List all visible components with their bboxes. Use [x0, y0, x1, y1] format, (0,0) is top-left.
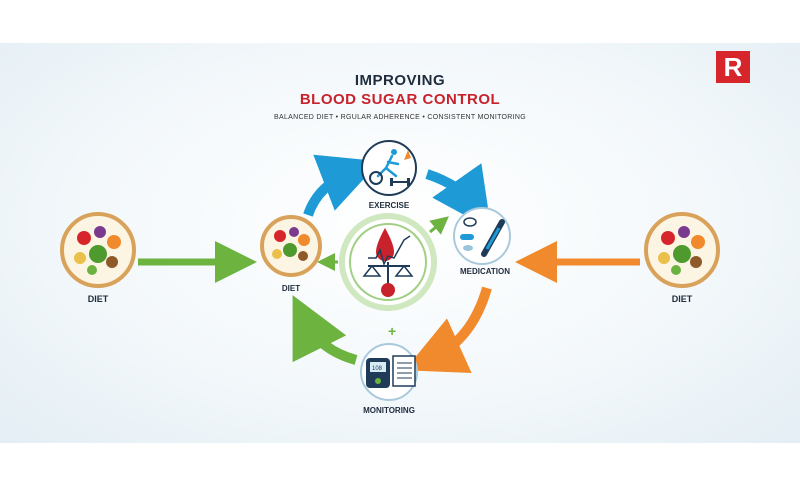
food-plate-icon-center	[260, 215, 322, 277]
blood-sugar-center-icon	[339, 213, 437, 311]
arrow-medication-to-monitoring	[404, 286, 492, 374]
brand-logo: R	[716, 51, 750, 83]
connector-arrow-right	[429, 216, 449, 235]
food-plate-icon-left	[60, 212, 136, 288]
title-line-1: IMPROVING	[354, 72, 446, 89]
arrow-exercise-to-medication	[425, 163, 492, 230]
label-diet-center: DIET	[281, 284, 301, 293]
medication-icon	[453, 207, 511, 265]
label-diet-right: DIET	[671, 294, 693, 304]
title-line-2: BLOOD SUGAR CONTROL	[299, 91, 501, 108]
monitor-reading: 108	[372, 366, 383, 372]
label-medication: MEDICATION	[459, 267, 511, 276]
label-exercise: EXERCISE	[368, 201, 410, 210]
exercise-icon	[361, 140, 417, 196]
glucose-monitor-icon	[360, 343, 418, 401]
arrow-diet-to-exercise	[303, 154, 381, 217]
arrow-monitoring-to-diet	[292, 295, 358, 365]
subtitle: BALANCED DIET • RGULAR ADHERENCE • CONSI…	[274, 114, 526, 121]
label-monitoring: MONITORING	[363, 406, 415, 415]
plus-icon: +	[388, 323, 396, 339]
food-plate-icon-right	[644, 212, 720, 288]
label-diet-left: DIET	[87, 294, 109, 304]
